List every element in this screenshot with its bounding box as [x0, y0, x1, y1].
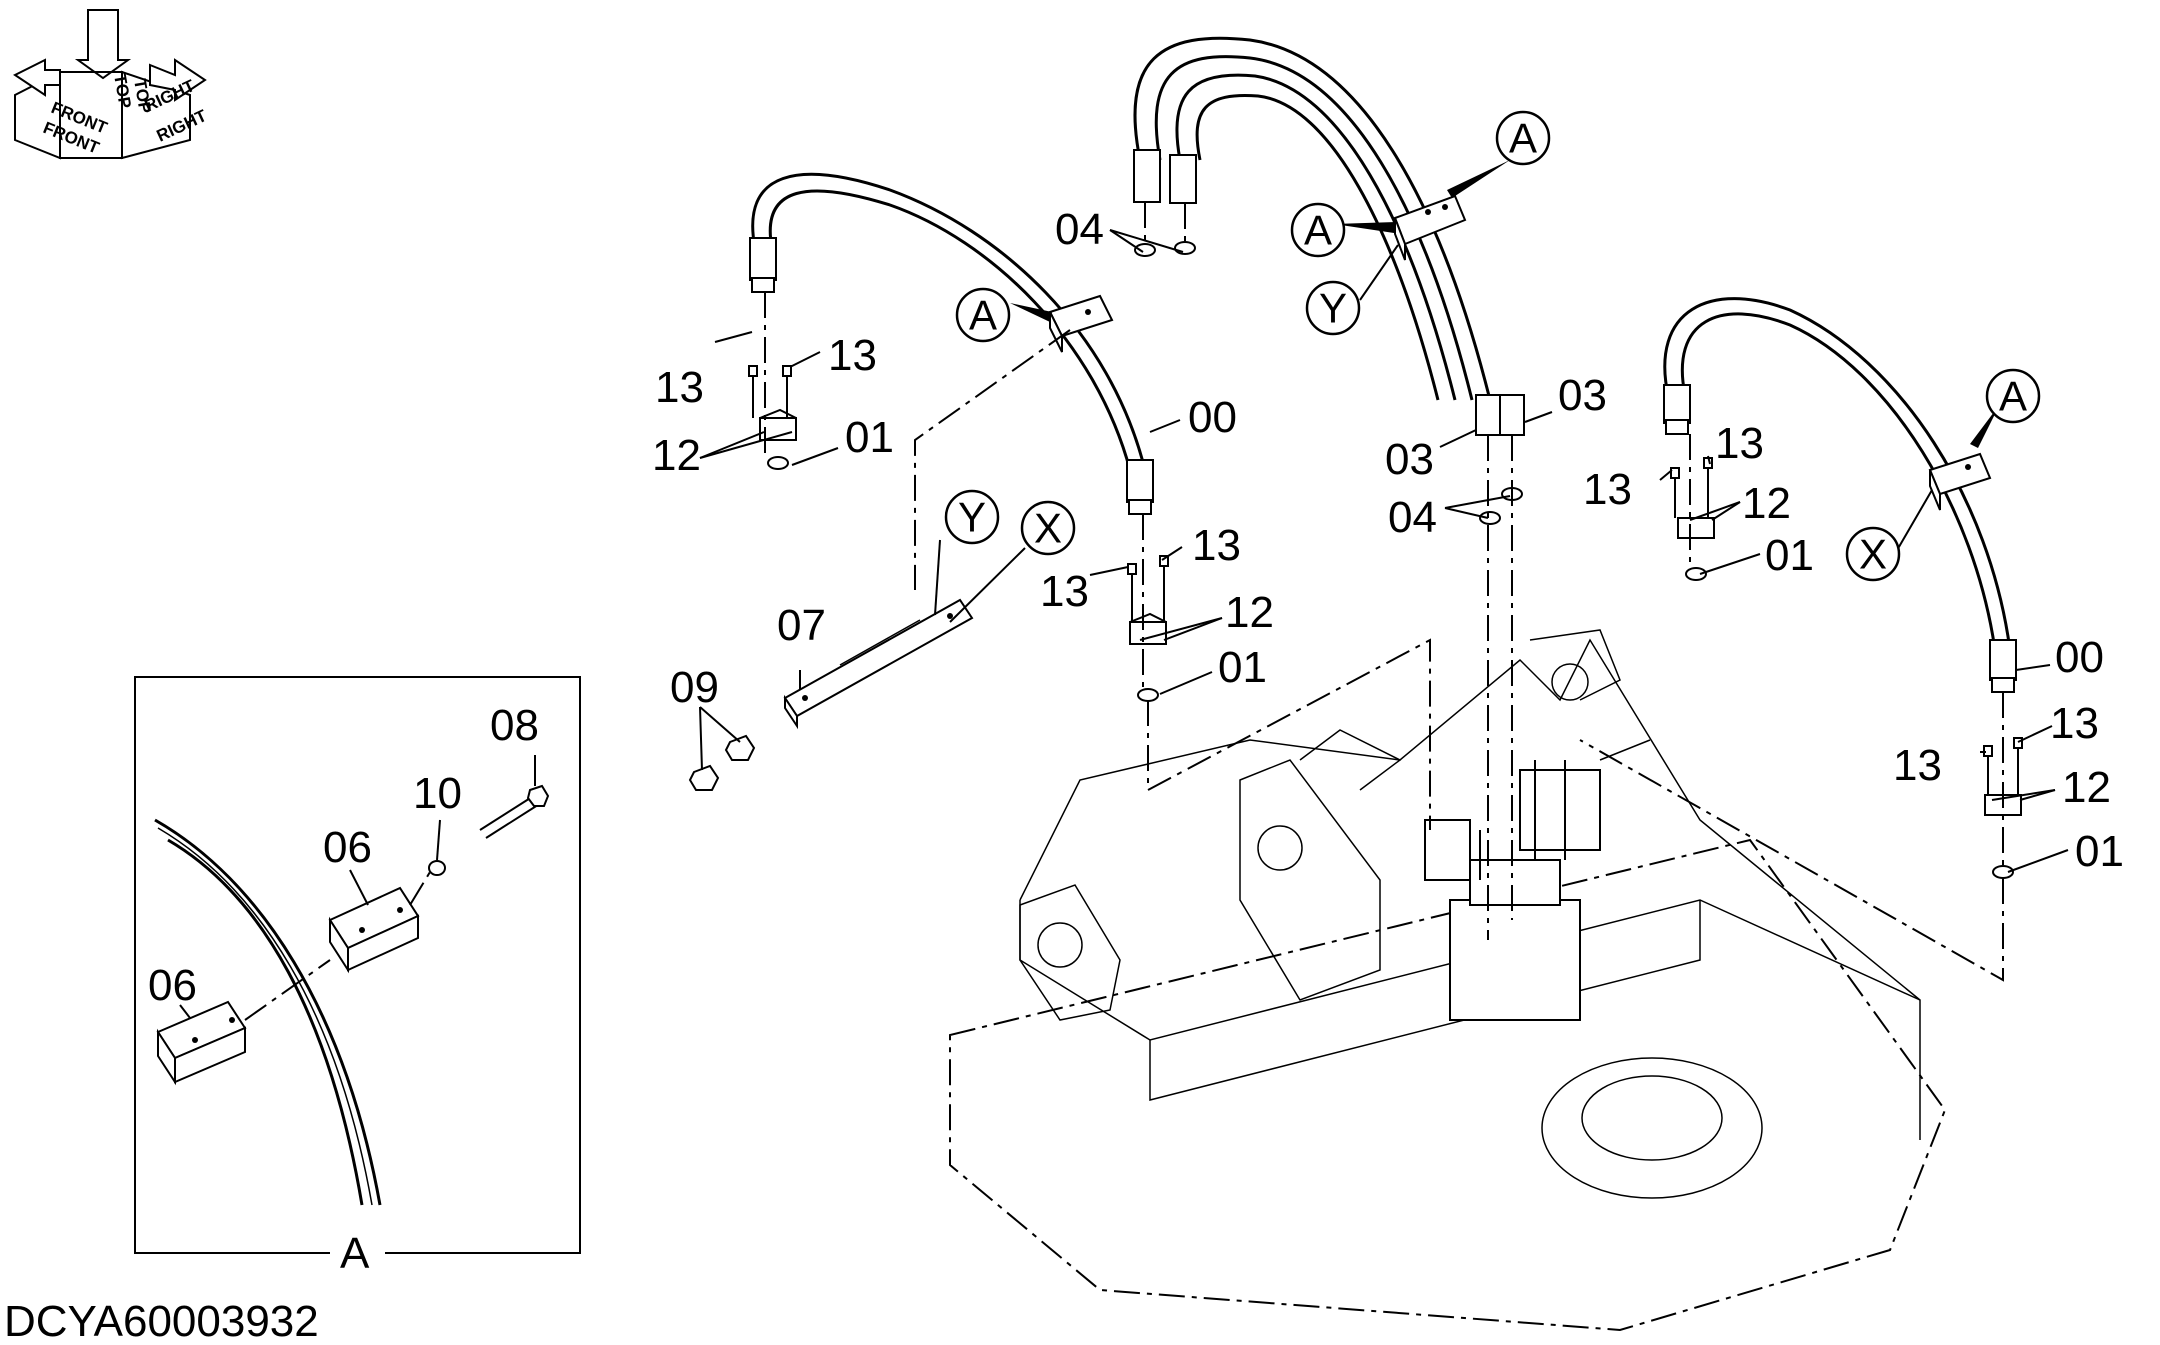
label-12-3: 12: [1742, 479, 1791, 528]
callout-circles: A A A A Y Y X X: [944, 110, 2041, 582]
label-04-1: 04: [1055, 205, 1104, 254]
callout-a-3: A: [1304, 207, 1332, 254]
nut-09: [688, 734, 756, 791]
label-01-2: 01: [1218, 643, 1267, 692]
bracket-07: [783, 598, 974, 730]
label-13-8: 13: [2050, 699, 2099, 748]
label-13-4: 13: [1192, 521, 1241, 570]
machine-frame: [949, 629, 1947, 1332]
label-07: 07: [777, 601, 826, 650]
label-00-2: 00: [2055, 633, 2104, 682]
orientation-indicator: FRONT FRONT TOP TOP RIGHT RIGHT: [13, 9, 210, 160]
label-13-7: 13: [1893, 741, 1942, 790]
label-03-2: 03: [1558, 371, 1607, 420]
callout-a-4: A: [1999, 373, 2027, 420]
callout-x-2: X: [1859, 531, 1887, 578]
label-12-4: 12: [2062, 763, 2111, 812]
drawing-id: DCYA60003932: [4, 1297, 319, 1345]
label-13-2: 13: [828, 331, 877, 380]
hose-assembly-centre: [1133, 36, 1525, 940]
part-labels: 13 13 12 01 00 13 13 12 01 04 03 03 04 1…: [652, 205, 2124, 876]
label-13-1: 13: [655, 363, 704, 412]
detail-label-08: 08: [490, 701, 539, 750]
leader-lines: [699, 160, 2069, 873]
label-13-3: 13: [1040, 567, 1089, 616]
detail-title: A: [340, 1229, 370, 1278]
label-13-6: 13: [1715, 419, 1764, 468]
callout-y-2: Y: [1319, 285, 1347, 332]
label-12-1: 12: [652, 431, 701, 480]
callout-x-1: X: [1034, 505, 1062, 552]
callout-a-1: A: [969, 292, 997, 339]
label-09: 09: [670, 663, 719, 712]
detail-label-06-2: 06: [148, 961, 197, 1010]
hose-assembly-right: [1579, 297, 2023, 982]
label-01-1: 01: [845, 413, 894, 462]
label-12-2: 12: [1225, 588, 1274, 637]
detail-label-06-1: 06: [323, 823, 372, 872]
detail-a-inset: 08 10 06 06 A: [134, 676, 581, 1278]
label-13-5: 13: [1583, 465, 1632, 514]
callout-a-2: A: [1509, 115, 1537, 162]
label-04-2: 04: [1388, 493, 1437, 542]
label-00-1: 00: [1188, 393, 1237, 442]
label-01-3: 01: [1765, 531, 1814, 580]
detail-label-10: 10: [413, 769, 462, 818]
hose-assembly-left: [748, 172, 1431, 830]
label-01-4: 01: [2075, 827, 2124, 876]
callout-y-1: Y: [958, 494, 986, 541]
label-03-1: 03: [1385, 435, 1434, 484]
